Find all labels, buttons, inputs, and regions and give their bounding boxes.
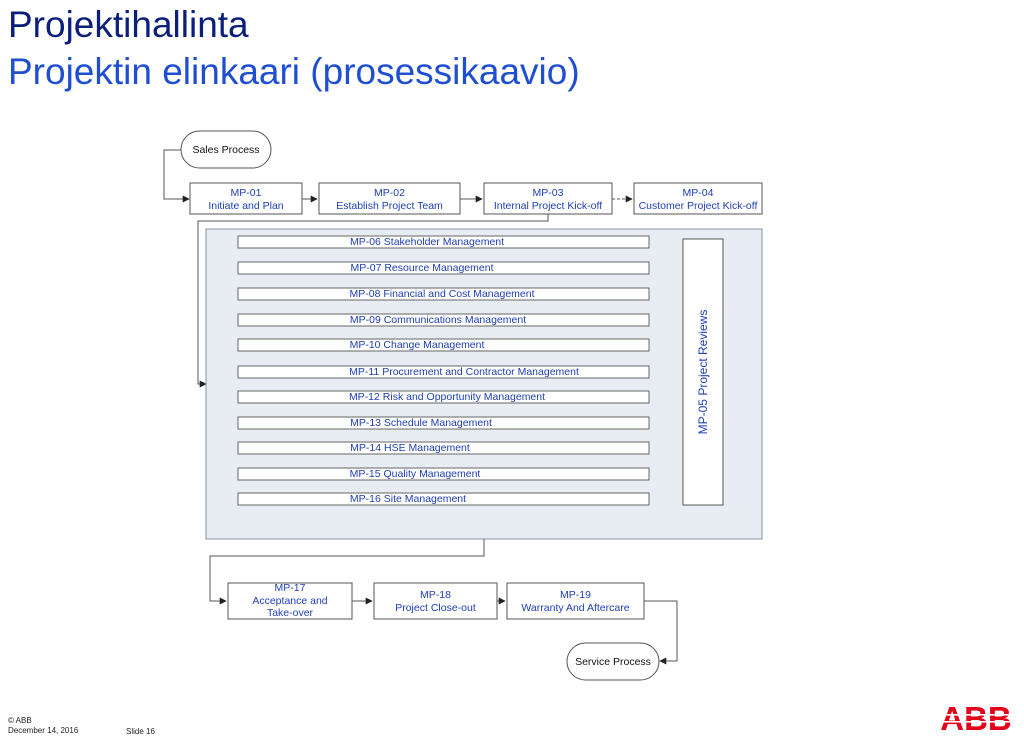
management-process-label: MP-06 Stakeholder Management <box>350 236 504 248</box>
connector-panel-to-mp17 <box>209 539 485 605</box>
step-name: Project Close-out <box>395 602 476 614</box>
management-process-label: MP-15 Quality Management <box>350 468 481 480</box>
management-process-item: MP-16 Site Management <box>237 492 650 506</box>
management-process-item: MP-15 Quality Management <box>237 467 650 481</box>
management-processes-panel <box>205 228 763 540</box>
step-code: MP-04 <box>683 187 714 199</box>
management-process-item: MP-10 Change Management <box>237 338 650 352</box>
management-process-item: MP-13 Schedule Management <box>237 416 650 430</box>
step-mp-03: MP-03 Internal Project Kick-off <box>483 182 613 215</box>
connector-sales-to-mp01 <box>163 149 190 203</box>
management-process-item: MP-12 Risk and Opportunity Management <box>237 390 650 404</box>
step-name: Internal Project Kick-off <box>494 200 602 212</box>
step-name: Warranty And Aftercare <box>521 602 629 614</box>
management-process-label: MP-10 Change Management <box>350 339 485 351</box>
sales-process-terminator: Sales Process <box>180 130 272 169</box>
step-name-line2: Take-over <box>267 607 314 619</box>
project-reviews-box: MP-05 Project Reviews <box>682 238 724 506</box>
step-code: MP-18 <box>420 589 451 601</box>
step-code: MP-01 <box>231 187 262 199</box>
management-process-item: MP-08 Financial and Cost Management <box>237 287 650 301</box>
step-name: Customer Project Kick-off <box>639 200 758 212</box>
step-mp-04: MP-04 Customer Project Kick-off <box>633 182 763 215</box>
management-process-label: MP-14 HSE Management <box>350 442 470 454</box>
step-mp-17: MP-17 Acceptance and Take-over <box>227 582 353 620</box>
step-code: MP-17 <box>275 582 306 594</box>
management-process-label: MP-12 Risk and Opportunity Management <box>349 391 545 403</box>
service-process-terminator: Service Process <box>566 642 660 681</box>
step-name: Initiate and Plan <box>208 200 283 212</box>
management-process-label: MP-11 Procurement and Contractor Managem… <box>349 366 579 378</box>
step-code: MP-19 <box>560 589 591 601</box>
abb-logo: ABB <box>938 702 1014 736</box>
slide-title: Projektihallinta <box>8 4 249 45</box>
management-process-label: MP-13 Schedule Management <box>350 417 492 429</box>
footer-info: © ABB December 14, 2016 <box>8 716 78 736</box>
connector-mp19-to-service <box>644 600 678 665</box>
management-process-item: MP-06 Stakeholder Management <box>237 235 650 249</box>
step-mp-18: MP-18 Project Close-out <box>373 582 498 620</box>
step-code: MP-03 <box>533 187 564 199</box>
management-process-item: MP-11 Procurement and Contractor Managem… <box>237 365 650 379</box>
management-process-item: MP-09 Communications Management <box>237 313 650 327</box>
management-process-item: MP-07 Resource Management <box>237 261 650 275</box>
slide-subtitle: Projektin elinkaari (prosessikaavio) <box>8 51 580 92</box>
management-process-label: MP-09 Communications Management <box>350 314 526 326</box>
service-process-label: Service Process <box>575 656 651 668</box>
abb-logo-text: ABB <box>940 702 1012 736</box>
management-process-label: MP-16 Site Management <box>350 493 466 505</box>
copyright: © ABB <box>8 716 32 725</box>
management-process-item: MP-14 HSE Management <box>237 441 650 455</box>
project-reviews-label: MP-05 Project Reviews <box>696 310 710 435</box>
management-process-label: MP-08 Financial and Cost Management <box>349 288 534 300</box>
sales-process-label: Sales Process <box>192 144 259 156</box>
slide-number: Slide 16 <box>126 727 155 736</box>
management-process-list: MP-06 Stakeholder Management MP-07 Resou… <box>237 235 650 506</box>
connector-mp03-to-panel <box>197 214 549 388</box>
step-mp-19: MP-19 Warranty And Aftercare <box>506 582 645 620</box>
step-mp-01: MP-01 Initiate and Plan <box>189 182 303 215</box>
footer-date: December 14, 2016 <box>8 726 79 735</box>
step-code: MP-02 <box>374 187 405 199</box>
step-name: Establish Project Team <box>336 200 443 212</box>
step-mp-02: MP-02 Establish Project Team <box>318 182 461 215</box>
management-process-label: MP-07 Resource Management <box>351 262 494 274</box>
step-name-line1: Acceptance and <box>252 595 327 607</box>
